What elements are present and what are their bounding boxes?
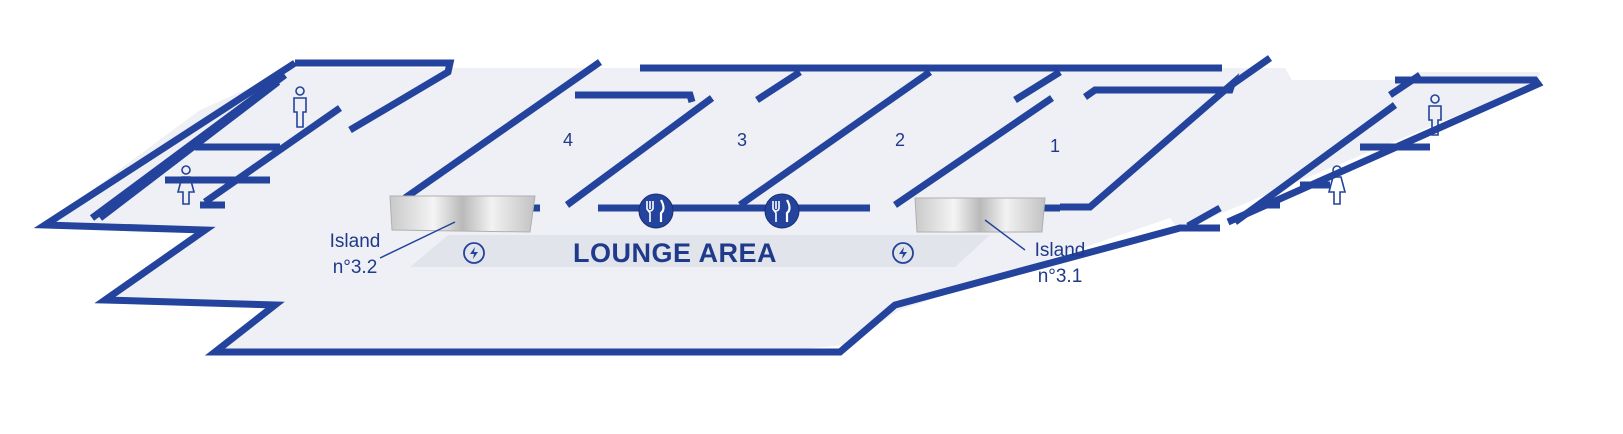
island-3-2-label-line2: n°3.2 xyxy=(333,257,378,278)
charging-icon xyxy=(892,242,914,264)
island-3-1-label-line2: n°3.1 xyxy=(1038,266,1083,287)
room-2-label: 2 xyxy=(895,130,905,150)
lounge-area-label: LOUNGE AREA xyxy=(573,238,777,268)
charging-icon xyxy=(463,242,485,264)
fork-knife-icon xyxy=(638,193,674,229)
female-restroom-icon xyxy=(176,165,196,205)
room-1-label: 1 xyxy=(1050,136,1060,156)
island-3-1-display xyxy=(914,197,1046,233)
room-3-label: 3 xyxy=(737,130,747,150)
fork-knife-icon xyxy=(764,193,800,229)
island-3-1-leader xyxy=(984,219,1026,251)
island-3-1-label-line1: Island xyxy=(1035,240,1086,261)
female-restroom-icon xyxy=(1327,165,1347,205)
lounge-area-strip xyxy=(410,235,990,267)
room-4-label: 4 xyxy=(563,130,573,150)
island-3-2-leader xyxy=(379,221,456,259)
island-3-2-display xyxy=(389,195,536,233)
male-restroom-icon xyxy=(1428,94,1442,136)
island-3-2-label-line1: Island xyxy=(330,231,381,252)
male-restroom-icon xyxy=(293,86,307,128)
